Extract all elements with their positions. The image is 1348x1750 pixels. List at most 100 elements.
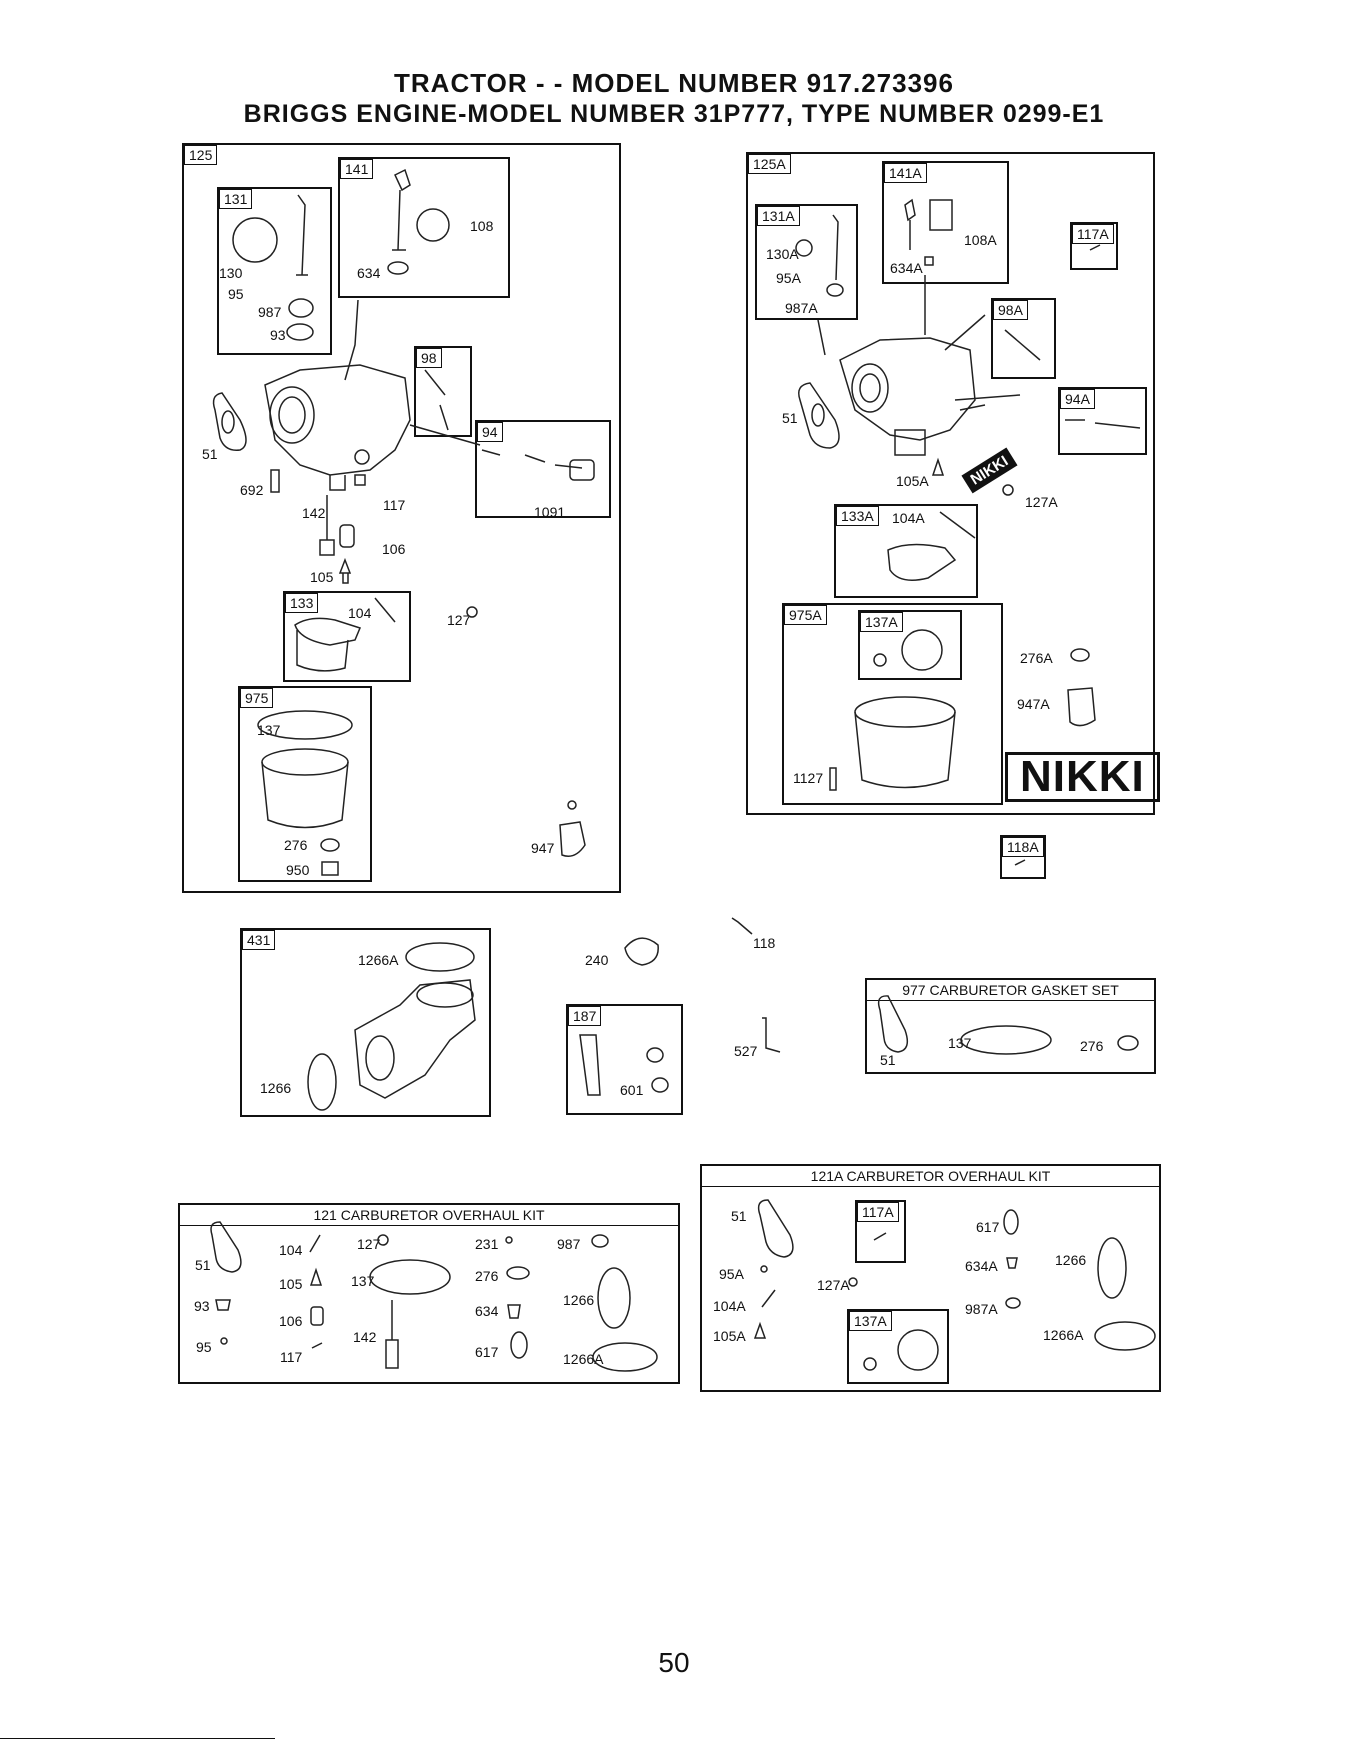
kit121A-screw-117A: [873, 1232, 887, 1241]
part-93: 93: [270, 327, 286, 343]
tag-187: 187: [568, 1006, 602, 1026]
part-106: 106: [382, 541, 406, 557]
kit121-screw-95: [220, 1337, 228, 1345]
kit121-part-95: 95: [196, 1339, 212, 1355]
subassembly-133A-frame: [834, 504, 978, 598]
kit121A-part-51: 51: [731, 1208, 747, 1224]
kit121A-137A-frame: [847, 1309, 949, 1384]
hose-187: [579, 1034, 601, 1096]
kit121-seal-634: [507, 1304, 521, 1319]
tag-431: 431: [242, 930, 276, 950]
kit121A-117A-frame: [855, 1200, 906, 1263]
kit121A-oring-1266A: [1094, 1321, 1156, 1351]
kit121-seal-93: [215, 1299, 231, 1311]
tag-131: 131: [219, 189, 253, 209]
subassembly-98-frame: [414, 346, 472, 437]
kit121A-oring-1266: [1097, 1237, 1127, 1299]
subassembly-141A-frame: [882, 161, 1009, 284]
tag-137A: 137A: [860, 612, 903, 632]
kit-977-frame: 977 CARBURETOR GASKET SET: [865, 978, 1156, 1074]
part-1266-intake: 1266: [260, 1080, 292, 1096]
part-127A: 127A: [1025, 494, 1058, 510]
assembly-125-frame: [182, 143, 621, 893]
tag-94A: 94A: [1060, 389, 1095, 409]
bracket-527: [762, 1017, 781, 1053]
subassembly-131A-frame: [755, 204, 858, 320]
idle-screw-98: [424, 369, 449, 431]
part-527: 527: [734, 1043, 758, 1059]
kit121A-part-617: 617: [976, 1219, 1000, 1235]
kit121-jet-142: [385, 1300, 399, 1369]
washer-276A: [1070, 648, 1090, 662]
kit121A-tag-137A: 137A: [849, 1311, 892, 1331]
plug-117: [354, 474, 366, 486]
kit121-oring-1266: [597, 1267, 631, 1329]
part-105: 105: [310, 569, 334, 585]
part-105A: 105A: [896, 473, 929, 489]
kit121-gasket-51: [210, 1221, 242, 1273]
bowl-975A: [854, 696, 956, 728]
bowl-975: [261, 748, 349, 776]
tag-94: 94: [477, 422, 503, 442]
kit121-pin-104: [309, 1234, 321, 1253]
nozzle-106: [339, 524, 355, 548]
washer-127: [466, 606, 478, 618]
kit121-oring-137: [369, 1259, 451, 1295]
kit977-oring-137: [960, 1025, 1052, 1055]
kit977-gasket-51: [877, 995, 909, 1053]
needle-105A: [931, 457, 945, 476]
subassembly-141-frame: [338, 157, 510, 298]
pin-104: [374, 597, 396, 623]
kit121-part-1266: 1266: [563, 1292, 595, 1308]
part-95A: 95A: [776, 270, 801, 286]
tag-98: 98: [416, 348, 442, 368]
throttle-shaft-141A: [904, 198, 916, 250]
choke-shaft-131: [296, 194, 308, 276]
subassembly-975A-frame: [782, 603, 1003, 805]
subassembly-94-frame: [475, 420, 611, 518]
kit121-nozzle-106: [310, 1306, 324, 1326]
part-276A: 276A: [1020, 650, 1053, 666]
kit121A-oring-small-137A: [863, 1357, 877, 1371]
kit121-part-231: 231: [475, 1236, 499, 1252]
part-276: 276: [284, 837, 308, 853]
subassembly-94A-frame: [1058, 387, 1147, 455]
kit121A-gasket-51: [757, 1199, 794, 1258]
part-130A: 130A: [766, 246, 799, 262]
tag-133: 133: [285, 593, 319, 613]
part-104A: 104A: [892, 510, 925, 526]
kit121-plug-117: [311, 1342, 323, 1349]
page-subtitle: BRIGGS ENGINE-MODEL NUMBER 31P777, TYPE …: [243, 100, 1105, 128]
tag-125: 125: [184, 145, 218, 165]
tag-131A: 131A: [757, 206, 800, 226]
part-987A: 987A: [785, 300, 818, 316]
part-142: 142: [302, 505, 326, 521]
washer-276: [320, 838, 340, 852]
part-987: 987: [258, 304, 282, 320]
part-117: 117: [383, 497, 406, 513]
kit121A-part-95A: 95A: [719, 1266, 744, 1282]
kit121-231: [505, 1236, 513, 1244]
seal-634A: [924, 256, 934, 266]
tag-98A: 98A: [993, 300, 1028, 320]
carburetor-body-125: [264, 364, 411, 491]
kit-121-title: 121 CARBURETOR OVERHAUL KIT: [180, 1205, 678, 1226]
part-118: 118: [753, 935, 776, 951]
tag-118A: 118A: [1002, 837, 1044, 857]
needle-105: [338, 557, 352, 584]
kit121-part-105: 105: [279, 1276, 303, 1292]
part-127: 127: [447, 612, 471, 628]
pin-104A: [939, 511, 976, 539]
solenoid-947: [559, 821, 586, 857]
float-133: [294, 617, 362, 672]
oring-1266-intake: [307, 1053, 337, 1111]
part-950: 950: [286, 862, 310, 878]
float-133A: [887, 543, 957, 581]
part-108: 108: [470, 218, 494, 234]
tag-117A: 117A: [1072, 224, 1114, 244]
subassembly-118A-frame: [1000, 835, 1046, 879]
kit121A-part-127A: 127A: [817, 1277, 850, 1293]
plate-108: [416, 208, 450, 242]
gasket-51-125A: [798, 382, 840, 449]
